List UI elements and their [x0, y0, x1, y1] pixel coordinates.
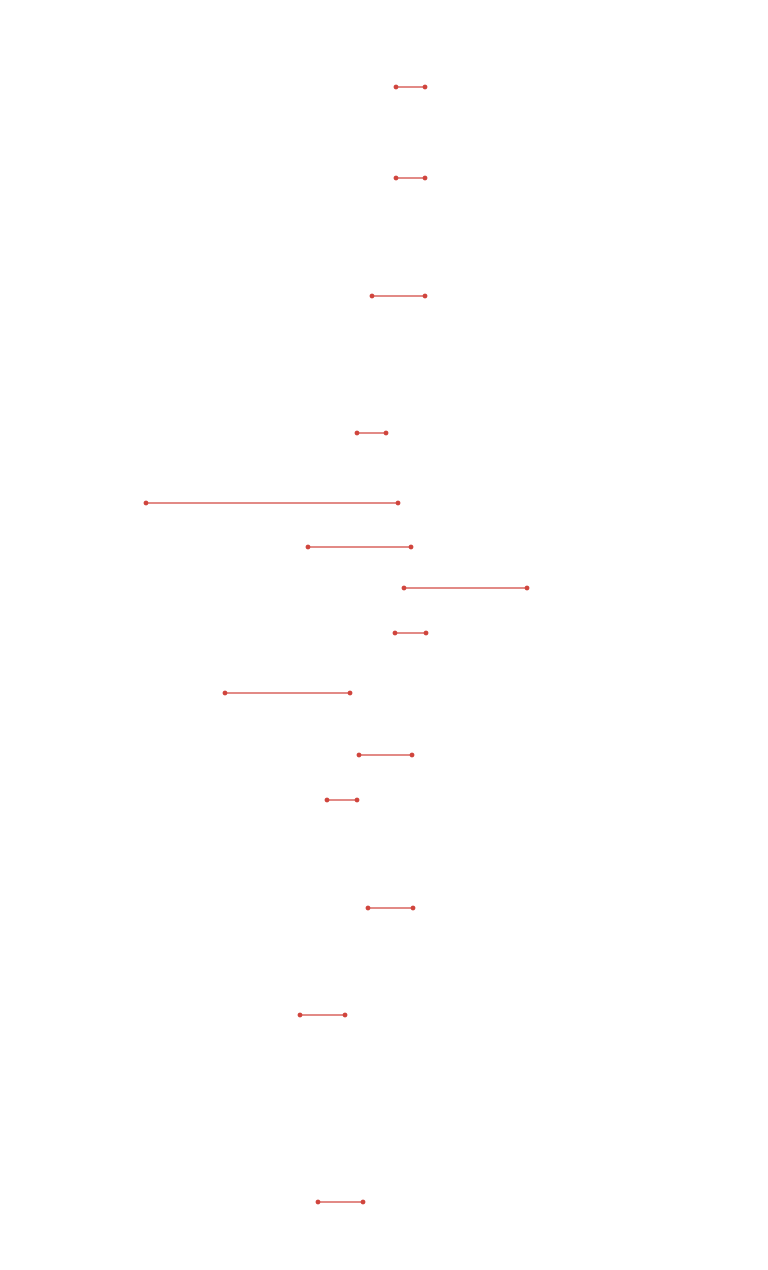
dumbbell-start-point	[354, 430, 360, 436]
dumbbell-8	[392, 630, 429, 636]
dumbbell-start-point	[401, 585, 407, 591]
dumbbell-6	[305, 544, 414, 550]
dumbbell-start-point	[393, 84, 399, 90]
dumbbell-10	[356, 752, 415, 758]
dumbbell-2	[393, 175, 428, 181]
dumbbell-start-point	[297, 1012, 303, 1018]
dumbbell-end-point	[347, 690, 353, 696]
dumbbell-5	[143, 500, 401, 506]
dumbbell-end-point	[422, 175, 428, 181]
dumbbell-4	[354, 430, 389, 436]
dumbbell-start-point	[365, 905, 371, 911]
dumbbell-start-point	[143, 500, 149, 506]
dumbbell-start-point	[222, 690, 228, 696]
dumbbell-end-point	[410, 905, 416, 911]
dumbbell-1	[393, 84, 428, 90]
dumbbell-start-point	[369, 293, 375, 299]
dumbbell-end-point	[408, 544, 414, 550]
dumbbell-12	[365, 905, 416, 911]
dumbbell-start-point	[315, 1199, 321, 1205]
dumbbell-end-point	[342, 1012, 348, 1018]
dumbbell-14	[315, 1199, 366, 1205]
dumbbell-end-point	[354, 797, 360, 803]
dumbbell-end-point	[360, 1199, 366, 1205]
dumbbell-start-point	[393, 175, 399, 181]
dumbbell-end-point	[395, 500, 401, 506]
dumbbell-end-point	[422, 84, 428, 90]
dumbbell-end-point	[423, 630, 429, 636]
dumbbell-13	[297, 1012, 348, 1018]
dumbbell-end-point	[383, 430, 389, 436]
dumbbell-start-point	[324, 797, 330, 803]
dumbbell-start-point	[305, 544, 311, 550]
dumbbell-3	[369, 293, 428, 299]
dumbbell-start-point	[392, 630, 398, 636]
dumbbell-end-point	[524, 585, 530, 591]
dumbbell-start-point	[356, 752, 362, 758]
dumbbell-end-point	[422, 293, 428, 299]
dumbbell-11	[324, 797, 360, 803]
dumbbell-7	[401, 585, 530, 591]
dumbbell-9	[222, 690, 353, 696]
dumbbell-end-point	[409, 752, 415, 758]
chart-marks	[143, 84, 530, 1205]
